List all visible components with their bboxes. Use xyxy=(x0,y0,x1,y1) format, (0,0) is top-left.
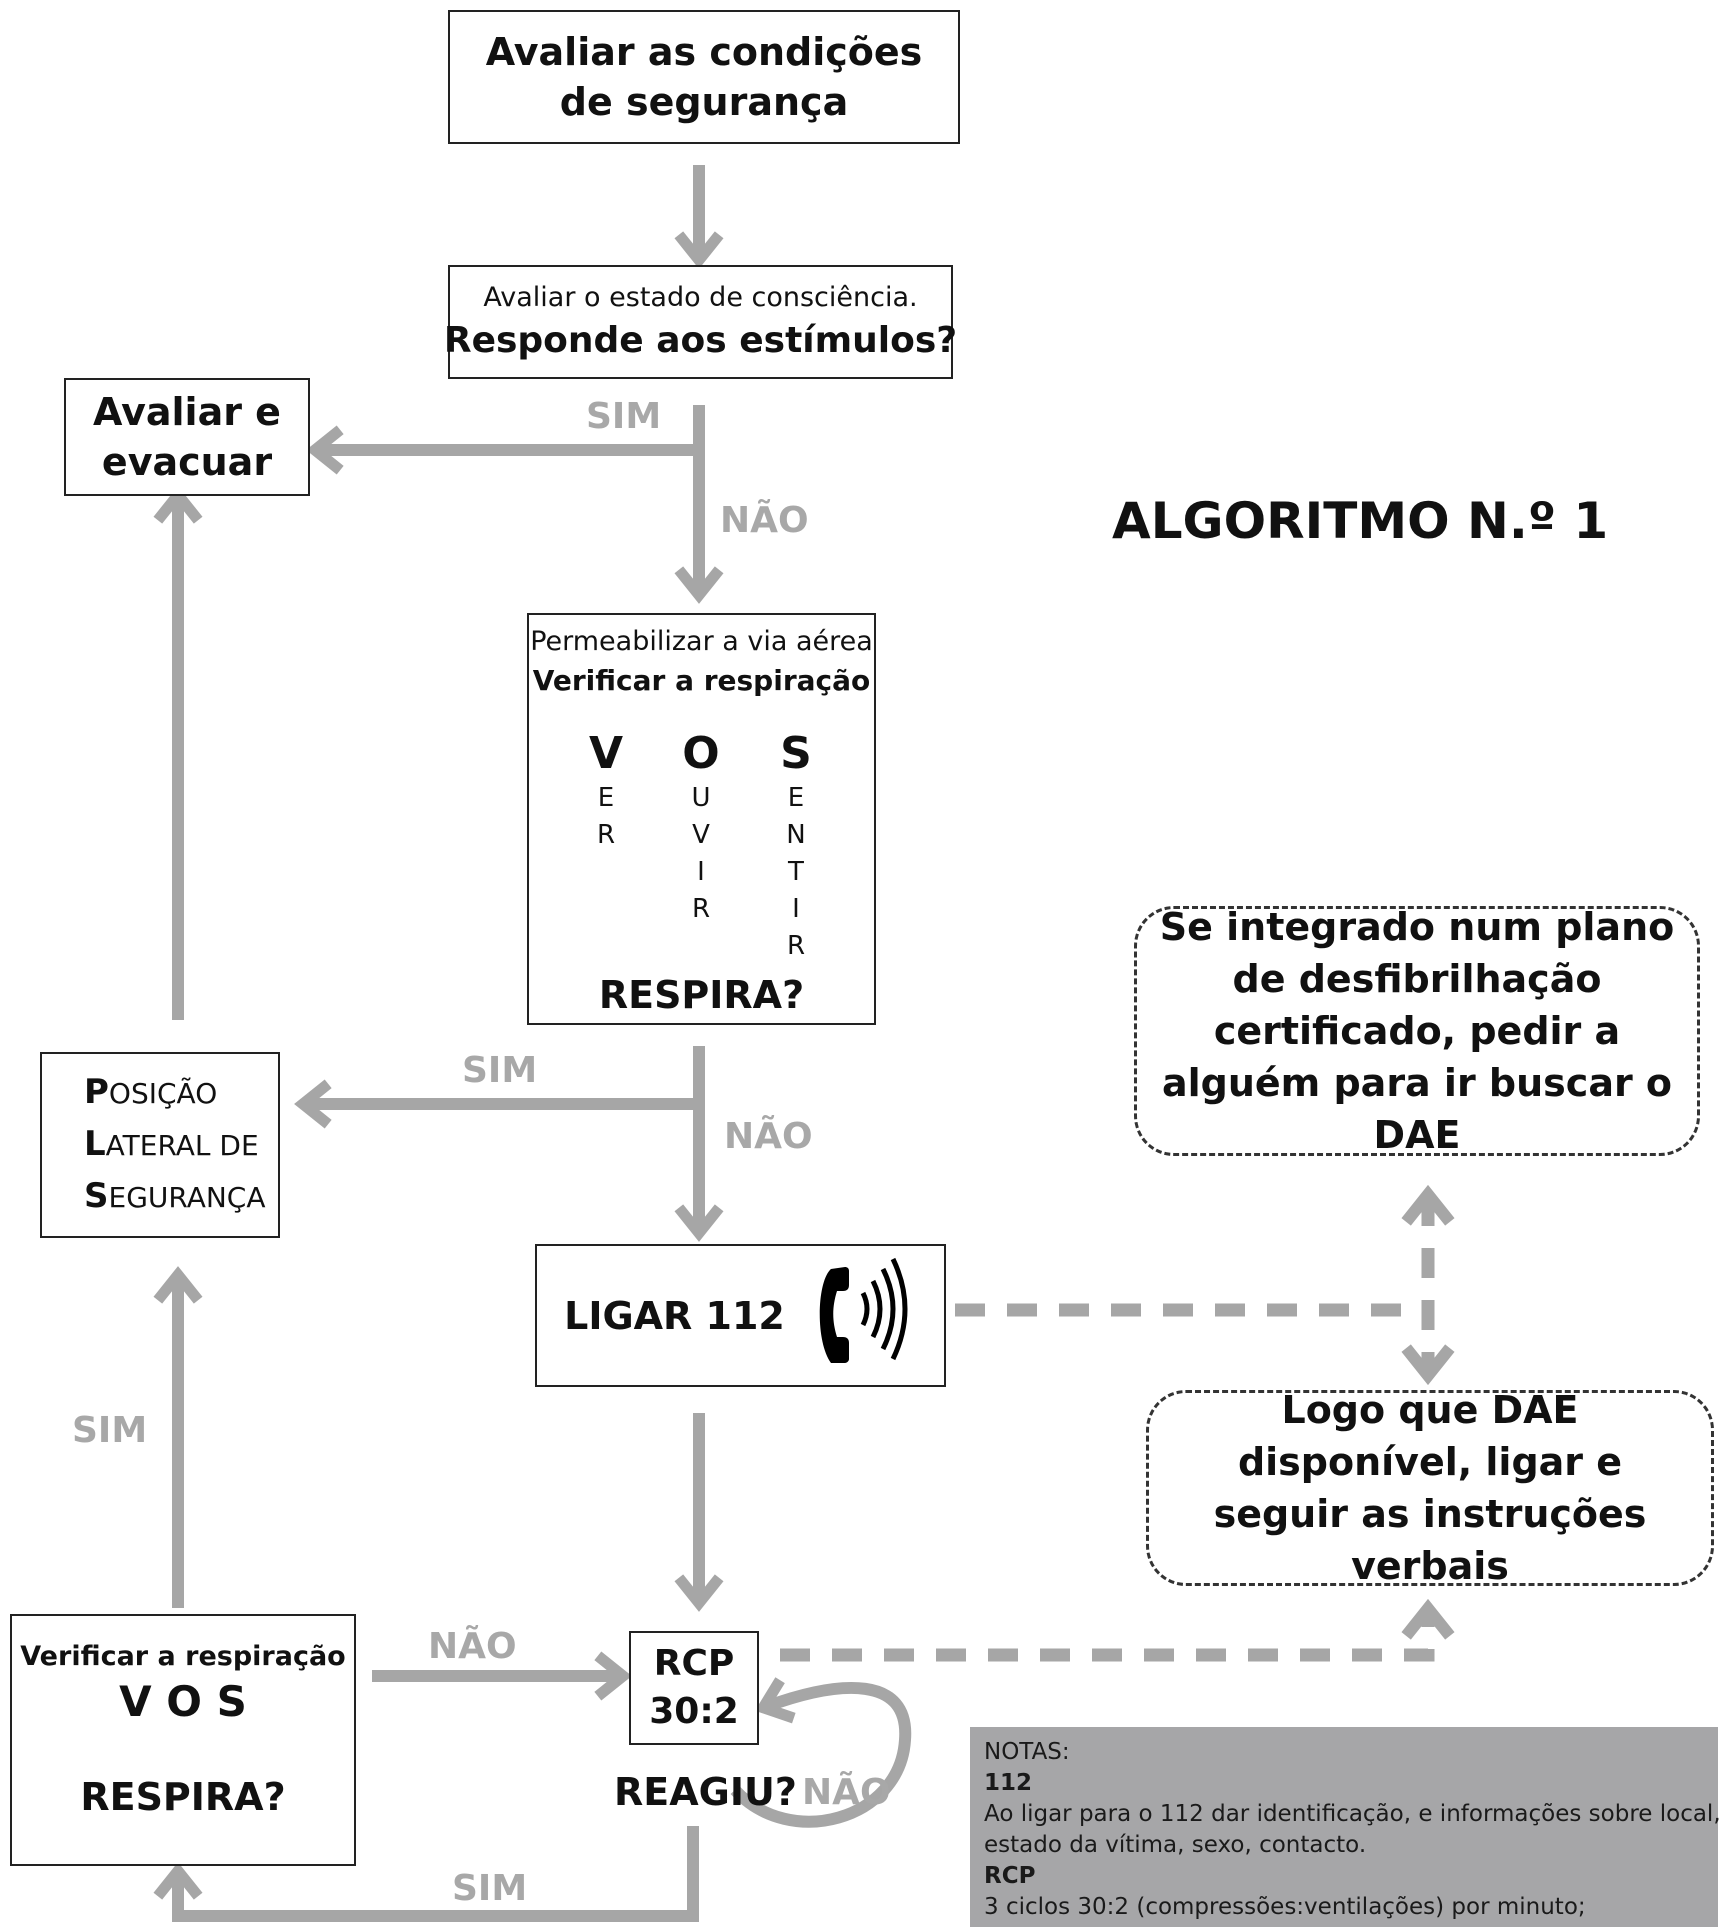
vos-column-v: V E R xyxy=(576,728,636,854)
notes-text-112a: Ao ligar para o 112 dar identificação, e… xyxy=(984,1801,1721,1827)
call-112-text: LIGAR 112 xyxy=(564,1293,785,1338)
notes-text-rcp: 3 ciclos 30:2 (compressões:ventilações) … xyxy=(984,1894,1586,1920)
page-title: ALGORITMO N.º 1 xyxy=(1112,492,1609,550)
recovery-line-seguranca: SEGURANÇA xyxy=(84,1171,266,1223)
vos-v-sub: E xyxy=(597,783,615,813)
vos-s-sub: T xyxy=(788,857,804,887)
consciousness-line2: Responde aos estímulos? xyxy=(443,320,958,361)
label-sim-reacted: SIM xyxy=(452,1868,528,1909)
evaluate-evacuate-text: Avaliar e evacuar xyxy=(93,390,281,484)
cpr-line1: RCP xyxy=(653,1643,735,1684)
safety-text: Avaliar as condições de segurança xyxy=(485,30,923,124)
recovery-rest-s: EGURANÇA xyxy=(108,1181,266,1214)
label-nao-breathes: NÃO xyxy=(724,1116,813,1157)
recheck-line2: V O S xyxy=(119,1677,247,1726)
reacted-question: REAGIU? xyxy=(614,1770,797,1814)
cpr-line2: 30:2 xyxy=(649,1691,739,1732)
vos-s-sub: R xyxy=(786,931,806,961)
vos-column-o: O U V I R xyxy=(671,728,731,928)
recovery-line-posicao: POSIÇÃO xyxy=(84,1067,217,1119)
vos-column-s: S E N T I R xyxy=(766,728,826,965)
label-nao-reacted: NÃO xyxy=(802,1772,891,1813)
airway-line2: Verificar a respiração xyxy=(532,664,871,697)
cpr-box: RCP 30:2 xyxy=(629,1631,759,1745)
aed-plan-note: Se integrado num plano de desfibrilhação… xyxy=(1134,905,1700,1157)
label-sim-breathes: SIM xyxy=(462,1050,538,1091)
vos-v-sub: R xyxy=(596,820,616,850)
label-sim-responds: SIM xyxy=(586,396,662,437)
recovery-rest-l: ATERAL DE xyxy=(105,1129,259,1162)
label-sim-recheck: SIM xyxy=(72,1410,148,1451)
breathing-question: RESPIRA? xyxy=(598,973,805,1017)
notes-panel: NOTAS: 112 Ao ligar para o 112 dar ident… xyxy=(970,1727,1721,1927)
aed-available-note: Logo que DAE disponível, ligar e seguir … xyxy=(1146,1388,1714,1588)
arrow-cpr-loop xyxy=(730,1677,912,1828)
recovery-initial-s: S xyxy=(84,1176,109,1216)
vos-o-letter: O xyxy=(682,728,720,779)
vos-o-sub: U xyxy=(691,783,711,813)
evaluate-evacuate-box: Avaliar e evacuar xyxy=(64,378,310,496)
label-nao-responds: NÃO xyxy=(720,500,809,541)
recovery-line-lateral: LATERAL DE xyxy=(84,1119,259,1171)
vos-o-sub: I xyxy=(697,857,705,887)
vos-o-sub: V xyxy=(692,820,710,850)
consciousness-box: Avaliar o estado de consciência. Respond… xyxy=(444,265,957,379)
vos-s-sub: E xyxy=(787,783,805,813)
recovery-rest-p: OSIÇÃO xyxy=(108,1077,218,1110)
call-112-box: LIGAR 112 xyxy=(535,1244,946,1387)
airway-box: Permeabilizar a via aérea Verificar a re… xyxy=(527,613,876,1025)
notes-text-112b: estado da vítima, sexo, contacto. xyxy=(984,1832,1367,1858)
recheck-line3: RESPIRA? xyxy=(80,1775,286,1819)
recovery-initial-p: P xyxy=(84,1072,109,1112)
vos-s-sub: I xyxy=(792,894,800,924)
vos-s-letter: S xyxy=(780,728,812,779)
notes-sub-112: 112 xyxy=(984,1770,1033,1796)
recovery-initial-l: L xyxy=(84,1124,106,1164)
vos-v-letter: V xyxy=(588,728,624,779)
label-nao-recheck: NÃO xyxy=(428,1626,517,1667)
recovery-position-box: POSIÇÃO LATERAL DE SEGURANÇA xyxy=(40,1052,280,1238)
notes-heading: NOTAS: xyxy=(984,1739,1070,1765)
airway-line1: Permeabilizar a via aérea xyxy=(530,626,873,657)
notes-sub-rcp: RCP xyxy=(984,1863,1036,1889)
recheck-line1: Verificar a respiração xyxy=(20,1641,346,1672)
consciousness-line1: Avaliar o estado de consciência. xyxy=(483,282,918,313)
safety-box: Avaliar as condições de segurança xyxy=(448,10,960,144)
recheck-box: Verificar a respiração V O S RESPIRA? xyxy=(10,1614,356,1866)
vos-o-sub: R xyxy=(691,894,711,924)
vos-s-sub: N xyxy=(786,820,806,850)
arrow-cpr-to-recheck xyxy=(153,1826,699,1922)
dashed-cpr-to-aed xyxy=(780,1598,1455,1662)
phone-icon xyxy=(819,1257,908,1363)
